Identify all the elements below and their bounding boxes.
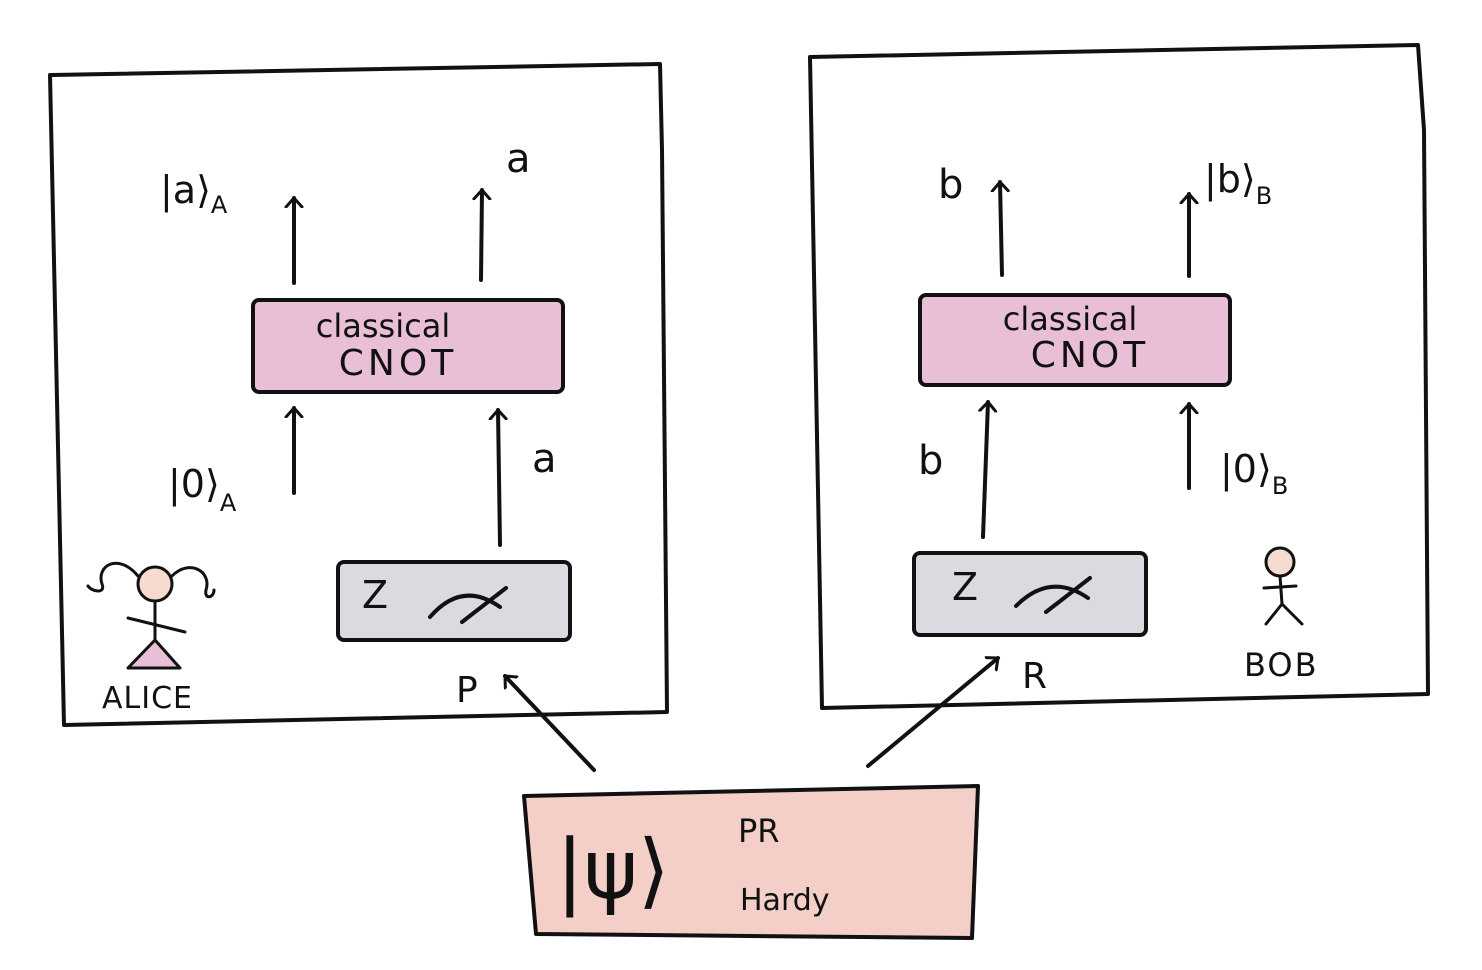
bob-lab: Z classical CNOT b |b⟩B b |0⟩B R [808, 43, 1430, 710]
bob-name-label: BOB [1244, 646, 1319, 684]
alice-avatar [86, 561, 216, 670]
alice-wire-top-right [481, 188, 482, 282]
bob-wire-bottom-left [983, 400, 988, 539]
alice-lab-frame [48, 62, 669, 727]
source-psi: |ψ⟩ [556, 823, 670, 918]
alice-input-port-label: P [456, 670, 478, 711]
source-subscript: Hardy [740, 883, 830, 918]
alice-cnot-line1: classical [316, 307, 450, 345]
alice-bottom-left-ket: |0⟩A [168, 462, 237, 517]
alice-cnot-box: classical CNOT [251, 298, 565, 394]
arrow-source-to-alice [503, 674, 596, 772]
alice-top-left-ket: |a⟩A [160, 168, 228, 219]
alice-top-right-label: a [506, 136, 531, 182]
source-superscript: PR [738, 812, 780, 850]
bob-top-right-ket: |b⟩B [1204, 157, 1272, 210]
alice-measure-label: Z [362, 573, 388, 617]
alice-cnot-line2: CNOT [339, 343, 457, 384]
bob-cnot-line1: classical [1003, 300, 1137, 338]
alice-name-label: ALICE [102, 681, 193, 716]
hardy-state-source: |ψ⟩ PR Hardy [522, 784, 980, 940]
bob-wire-top-left [1000, 180, 1002, 277]
alice-lab: Z classical CNOT |a⟩A a |0⟩A a P [48, 62, 669, 727]
bob-cnot-line2: CNOT [1031, 335, 1149, 376]
bob-lab-frame [808, 43, 1430, 710]
bob-bottom-left-label: b [918, 438, 943, 484]
arrow-source-to-bob [866, 656, 1000, 768]
bob-input-port-label: R [1022, 656, 1047, 697]
bob-measure-label: Z [952, 565, 978, 609]
alice-meter-icon [428, 586, 508, 624]
alice-measurement-box: Z [336, 560, 572, 642]
bob-cnot-box: classical CNOT [918, 293, 1232, 387]
bob-meter-icon [1014, 576, 1092, 614]
alice-wire-bottom-right [498, 408, 500, 547]
bob-bottom-right-ket: |0⟩B [1220, 447, 1288, 500]
source-box [522, 784, 980, 940]
bob-top-left-label: b [938, 162, 963, 208]
bob-measurement-box: Z [912, 551, 1148, 637]
bob-avatar [1262, 546, 1304, 626]
alice-bottom-right-label: a [532, 436, 557, 482]
